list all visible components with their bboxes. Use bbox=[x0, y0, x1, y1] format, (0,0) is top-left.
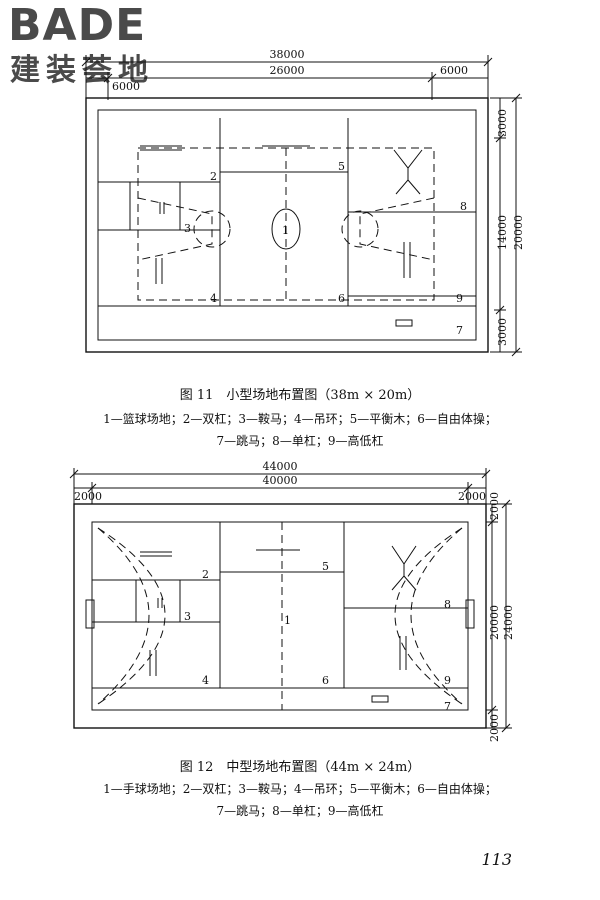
outer-boundary bbox=[85, 97, 489, 353]
figure-11: 38000 26000 6000 6000 3000 14000 20000 3… bbox=[81, 48, 525, 448]
dim-top: 2000 bbox=[488, 492, 501, 520]
figure-11-legend-line2: 7—跳马；8—单杠；9—高低杠 bbox=[216, 434, 384, 448]
figure-12-legend-line2: 7—跳马；8—单杠；9—高低杠 bbox=[216, 804, 384, 818]
label-7: 7 bbox=[456, 324, 463, 337]
figure-11-legend-line1: 1—篮球场地；2—双杠；3—鞍马；4—吊环；5—平衡木；6—自由体操； bbox=[103, 412, 497, 426]
figure-12-caption: 图 12 中型场地布置图（44m × 24m） bbox=[179, 760, 421, 775]
pommel-box bbox=[97, 181, 221, 231]
label-4: 4 bbox=[210, 292, 217, 305]
label-1: 1 bbox=[284, 614, 291, 627]
label-6: 6 bbox=[338, 292, 345, 305]
dim-right: 6000 bbox=[440, 64, 468, 77]
figure-12: 44000 40000 2000 2000 2000 20000 24000 2… bbox=[0, 460, 600, 840]
center-circle bbox=[271, 208, 301, 250]
right-free-throw-circle bbox=[341, 210, 379, 248]
dim-full: 24000 bbox=[502, 605, 515, 640]
dim-bottom: 2000 bbox=[488, 714, 501, 742]
dim-total: 44000 bbox=[263, 460, 298, 473]
label-7: 7 bbox=[444, 700, 451, 713]
label-5: 5 bbox=[338, 160, 345, 173]
logo-word: BADE bbox=[8, 0, 147, 51]
label-8: 8 bbox=[460, 200, 467, 213]
label-4: 4 bbox=[202, 674, 209, 687]
figure-11-caption: 图 11 小型场地布置图（38m × 20m） bbox=[179, 388, 421, 403]
dim-mid: 20000 bbox=[488, 605, 501, 640]
dim-right: 2000 bbox=[458, 490, 486, 503]
label-1: 1 bbox=[282, 224, 289, 237]
page-number: 113 bbox=[481, 850, 512, 869]
dim-total: 38000 bbox=[270, 48, 305, 61]
floor-exercise-icon bbox=[393, 149, 423, 195]
label-9: 9 bbox=[444, 674, 451, 687]
label-6: 6 bbox=[322, 674, 329, 687]
vault-icon bbox=[395, 319, 413, 327]
dim-main: 26000 bbox=[270, 64, 305, 77]
dim-mid: 14000 bbox=[496, 215, 509, 250]
label-5: 5 bbox=[322, 560, 329, 573]
dim-left: 6000 bbox=[112, 80, 140, 93]
label-3: 3 bbox=[184, 610, 191, 623]
left-free-throw-circle bbox=[193, 210, 231, 248]
figure-11-diagram: 38000 26000 6000 6000 3000 14000 20000 3… bbox=[81, 48, 525, 357]
bade-logo: BADE 建装荟地 bbox=[8, 4, 178, 96]
label-9: 9 bbox=[456, 292, 463, 305]
label-8: 8 bbox=[444, 598, 451, 611]
dim-bottom: 3000 bbox=[496, 318, 509, 346]
dim-top: 3000 bbox=[496, 109, 509, 137]
label-3: 3 bbox=[184, 222, 191, 235]
dim-full: 20000 bbox=[512, 215, 525, 250]
label-2: 2 bbox=[210, 170, 217, 183]
logo-subtitle: 建装荟地 bbox=[10, 53, 154, 88]
right-key bbox=[359, 197, 435, 261]
left-key bbox=[137, 197, 213, 261]
dim-main: 40000 bbox=[263, 474, 298, 487]
dim-left: 2000 bbox=[74, 490, 102, 503]
figure-12-diagram: 44000 40000 2000 2000 2000 20000 24000 2… bbox=[69, 460, 515, 742]
label-2: 2 bbox=[202, 568, 209, 581]
figure-12-legend-line1: 1—手球场地；2—双杠；3—鞍马；4—吊环；5—平衡木；6—自由体操； bbox=[103, 782, 497, 796]
